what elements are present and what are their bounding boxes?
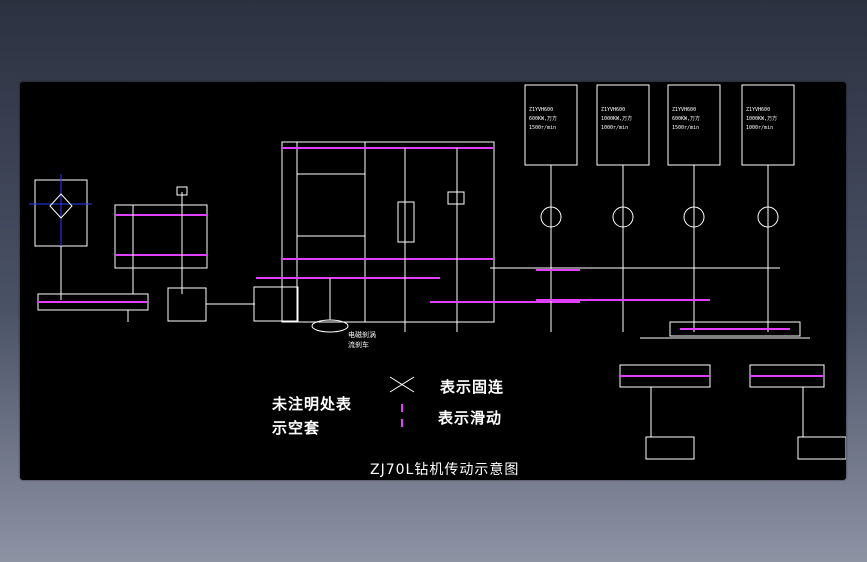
motor-label-3-line-2: 600KW,万方 (672, 116, 701, 122)
eddy-brake (311, 319, 349, 333)
motor-label-1-line-1: Z1YVH600 (529, 107, 554, 113)
motor-label-1-line-3: 1500r/min (529, 125, 557, 131)
motor-label-3-line-1: Z1YVH600 (672, 107, 697, 113)
main-drum (296, 173, 366, 237)
motor-label-2: Z1YVH600 1000KW,万方 1000r/min (601, 106, 632, 133)
motor-label-4-line-1: Z1YVH600 (746, 107, 771, 113)
motor-label-3-line-3: 1500r/min (672, 125, 700, 131)
main-drum-frame (281, 141, 495, 323)
motor-label-4-line-2: 1000KW,万方 (746, 116, 778, 122)
rotary-table-symbol (49, 193, 73, 219)
drum-shaft-box (253, 286, 299, 322)
diagram-title: ZJ70L钻机传动示意图 (370, 462, 520, 478)
pump-box-2 (797, 436, 846, 460)
motor-label-2-line-3: 1000r/min (601, 125, 629, 131)
eddy-brake-label: 电磁刹涡流刹车 (348, 331, 376, 349)
motor-label-2-line-2: 1000KW,万方 (601, 116, 633, 122)
motor-label-1-line-2: 600KW,万方 (529, 116, 558, 122)
legend-unlabeled: 未注明处表示空套 (272, 395, 353, 437)
clutch-box (167, 287, 207, 322)
motor-label-2-line-1: Z1YVH600 (601, 107, 626, 113)
motor-label-4: Z1YVH600 1000KW,万方 1000r/min (746, 106, 777, 133)
motor-label-4-line-3: 1000r/min (746, 125, 774, 131)
transfer-case (114, 204, 208, 269)
drawing-canvas: Z1YVH600 600KW,万方 1500r/min Z1YVH600 100… (20, 82, 846, 480)
legend-fixed: 表示固连 (440, 378, 505, 396)
pump-box-1 (645, 436, 695, 460)
legend-sliding: 表示滑动 (438, 409, 503, 427)
transmission-schematic (29, 84, 846, 460)
motor-label-1: Z1YVH600 600KW,万方 1500r/min (529, 106, 557, 133)
motor-label-3: Z1YVH600 600KW,万方 1500r/min (672, 106, 700, 133)
